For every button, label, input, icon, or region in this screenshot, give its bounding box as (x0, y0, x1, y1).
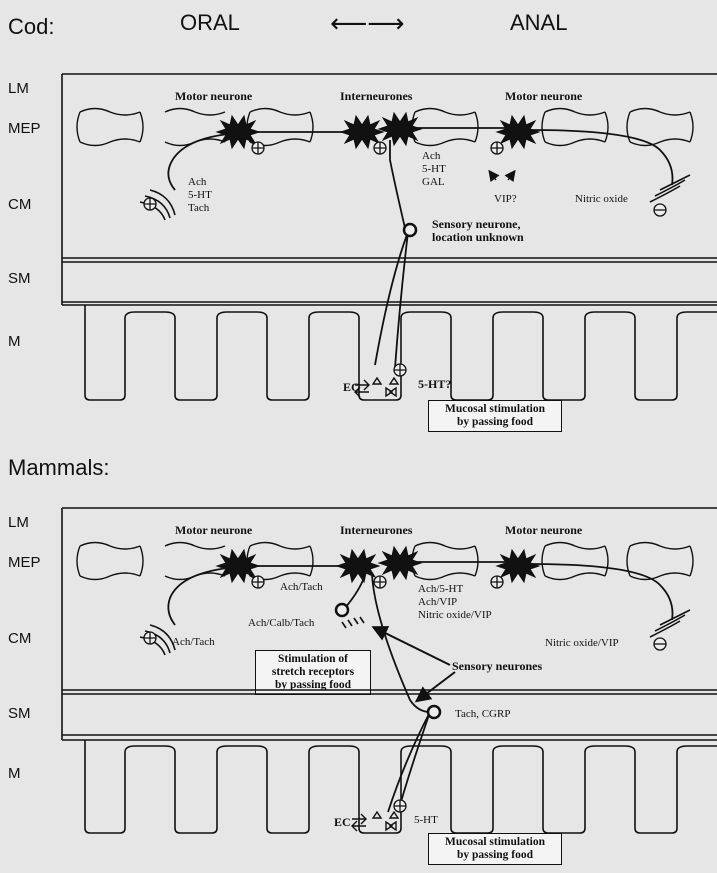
cod-axons (168, 128, 672, 368)
mam-gut-wall (62, 508, 717, 740)
cod-gut-wall (62, 74, 717, 305)
cod-ec-cells (355, 378, 398, 397)
mam-axons (168, 562, 672, 812)
cod-motor-neurone-right (497, 116, 539, 148)
cod-vip-arrows (490, 172, 514, 180)
cod-plus-signs (144, 142, 503, 376)
mam-villi (85, 740, 717, 833)
cod-sensory-soma (404, 224, 416, 236)
cod-minus-sign (654, 204, 666, 216)
cod-synapses (140, 175, 690, 220)
cod-villi (85, 305, 717, 400)
mam-minus-sign (654, 638, 666, 650)
mam-motor-neurone-right (497, 550, 539, 582)
mam-sensory-somata (336, 604, 440, 718)
